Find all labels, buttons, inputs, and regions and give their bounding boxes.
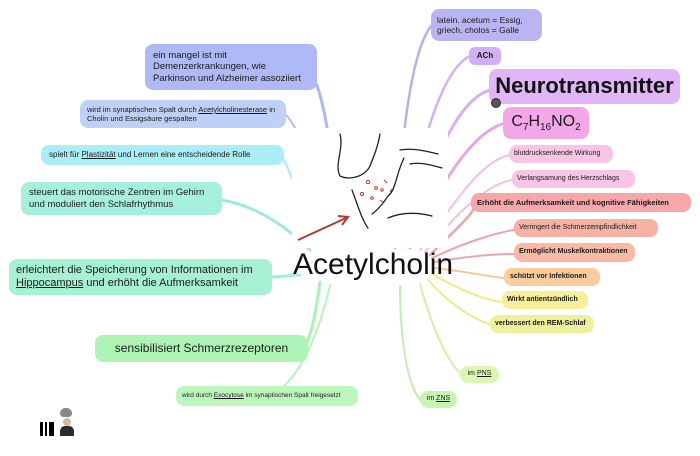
dementia-text: ein mangel ist mit Demenzerkrankungen, w… [153, 49, 301, 84]
node-effect-anti-inflammatory[interactable]: Wirkt antientzündlich [502, 291, 588, 309]
branch-pns [419, 283, 463, 376]
effect-text: Verlangsamung des Herzschlags [517, 174, 620, 182]
avatar-head [63, 418, 71, 426]
node-memory[interactable]: erleichtert die Speicherung von Informat… [9, 259, 272, 295]
node-zns[interactable]: im ZNS [420, 391, 457, 408]
effect-text: Wirkt antientzündlich [507, 295, 578, 303]
etymology-text: latein. acetum = Essig, griech. cholos =… [437, 14, 523, 35]
effect-text: Verringert die Schmerzempfindlichkeit [519, 223, 637, 231]
effect-text: Ermöglicht Muskelkontraktionen [519, 248, 628, 256]
zns-text: im ZNS [426, 395, 451, 403]
abbr-text: ACh [476, 51, 494, 61]
branch-effect-6 [433, 267, 506, 279]
author-avatar [58, 408, 76, 436]
node-cleavage[interactable]: wird im synaptischen Spalt durch Acetylc… [80, 100, 286, 128]
node-neurotransmitter[interactable]: Neurotransmitter [489, 69, 680, 104]
effect-text: blutdrucksenkende Wirkung [514, 149, 601, 157]
branch-effect-4 [431, 229, 515, 259]
node-motor[interactable]: steuert das motorische Zentren im Gehirn… [21, 182, 222, 215]
pain-text: sensibilisiert Schmerzrezeptoren [114, 341, 289, 356]
effect-text: schützt vor Infektionen [510, 272, 587, 280]
branch-effect-8 [427, 279, 493, 326]
effect-text: verbessert den REM-Schlaf [495, 319, 586, 327]
motor-text: steuert das motorische Zentren im Gehirn… [29, 187, 205, 210]
brain-icon [60, 408, 72, 417]
node-effect-muscle[interactable]: Ermöglicht Muskelkontraktionen [514, 243, 635, 262]
node-plasticity[interactable]: spielt für Plastizität und Lernen eine e… [41, 145, 284, 165]
node-dementia[interactable]: ein mangel ist mit Demenzerkrankungen, w… [145, 44, 317, 90]
memory-text: erleichtert die Speicherung von Informat… [16, 263, 253, 289]
branch-effect-7 [431, 273, 503, 303]
central-topic-acetylcholin[interactable]: Acetylcholin [293, 248, 454, 281]
synapse-illustration [292, 128, 448, 248]
node-release[interactable]: wird durch Exocytose im synaptischen Spa… [176, 386, 358, 406]
node-effect-rem-sleep[interactable]: verbessert den REM-Schlaf [490, 315, 594, 333]
branch-zns [399, 285, 421, 401]
branch-memory [270, 273, 302, 279]
node-effect-heartbeat[interactable]: Verlangsamung des Herzschlags [512, 170, 635, 188]
synapse-sketch-icon [297, 133, 443, 241]
qr-code [40, 422, 54, 436]
node-pns[interactable]: im PNS [460, 366, 499, 383]
avatar-body [60, 426, 74, 436]
node-effect-attention[interactable]: Erhöht die Aufmerksamkeit und kognitive … [471, 193, 691, 212]
plasticity-text: spielt für Plastizität und Lernen eine e… [49, 150, 251, 160]
branch-effect-5 [433, 253, 515, 263]
pns-text: im PNS [467, 370, 492, 378]
formula-text: C7H16NO2 [511, 112, 581, 134]
node-etymology[interactable]: latein. acetum = Essig, griech. cholos =… [431, 9, 542, 41]
effect-text: Erhöht die Aufmerksamkeit und kognitive … [477, 198, 669, 207]
cleavage-text: wird im synaptischen Spalt durch Acetylc… [87, 105, 276, 123]
node-pain[interactable]: sensibilisiert Schmerzrezeptoren [95, 335, 308, 362]
node-effect-blood-pressure[interactable]: blutdrucksenkende Wirkung [509, 145, 613, 163]
node-formula[interactable]: C7H16NO2 [503, 107, 589, 139]
node-abbr[interactable]: ACh [469, 47, 501, 65]
node-effect-pain-sensitivity[interactable]: Verringert die Schmerzempfindlichkeit [514, 219, 658, 237]
attachment-icon [491, 98, 501, 108]
neurotransmitter-text: Neurotransmitter [495, 73, 674, 99]
release-text: wird durch Exocytose im synaptischen Spa… [182, 392, 341, 400]
node-effect-infection[interactable]: schützt vor Infektionen [504, 268, 600, 286]
